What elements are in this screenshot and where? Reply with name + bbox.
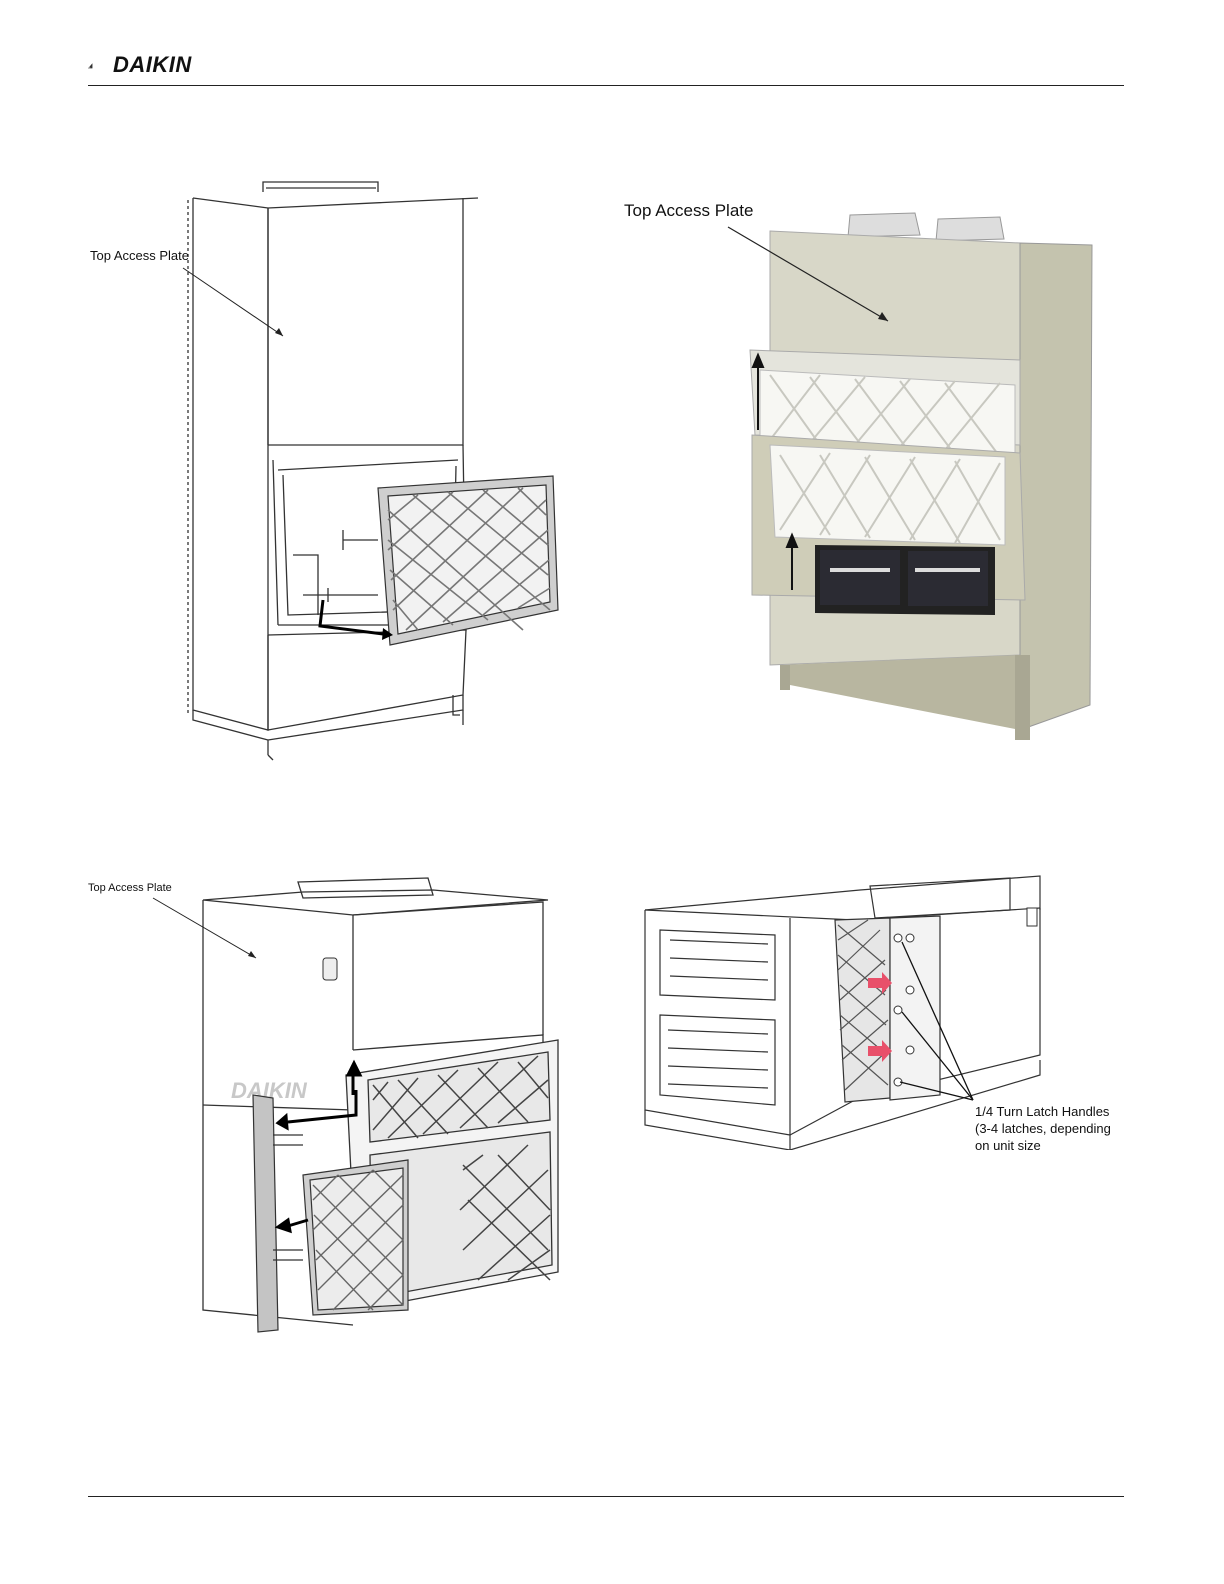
daikin-logo-icon bbox=[88, 52, 112, 80]
header-rule bbox=[88, 85, 1124, 86]
figure-rooftop-unit: 1/4 Turn Latch Handles (3-4 latches, dep… bbox=[640, 850, 1140, 1170]
footer-rule bbox=[88, 1496, 1124, 1497]
figure-vertical-unit-line: Top Access Plate bbox=[88, 170, 588, 770]
callout-top-access-plate: Top Access Plate bbox=[624, 201, 753, 221]
access-plate bbox=[253, 1095, 278, 1332]
disconnect-switch-icon bbox=[323, 958, 337, 980]
callout-top-access-plate: Top Access Plate bbox=[88, 882, 172, 894]
callout-line: 1/4 Turn Latch Handles bbox=[975, 1103, 1111, 1120]
callout-latch-handles: 1/4 Turn Latch Handles (3-4 latches, dep… bbox=[975, 1103, 1111, 1154]
callout-line: (3-4 latches, depending bbox=[975, 1120, 1111, 1137]
figure-horizontal-unit-line: DAIKIN bbox=[88, 870, 588, 1350]
callout-line: on unit size bbox=[975, 1137, 1111, 1154]
filter-panel bbox=[378, 476, 558, 645]
disconnect-switch-icon bbox=[1027, 908, 1037, 926]
figure-vertical-unit-render: Top Access Plate bbox=[620, 195, 1120, 755]
removal-arrow bbox=[320, 600, 383, 634]
brand-name: DAIKIN bbox=[113, 52, 192, 78]
callout-top-access-plate: Top Access Plate bbox=[90, 248, 189, 263]
filter-panel bbox=[303, 1160, 408, 1315]
horizontal-unit-drawing: DAIKIN bbox=[88, 870, 588, 1350]
rendered-unit-drawing bbox=[620, 195, 1120, 755]
